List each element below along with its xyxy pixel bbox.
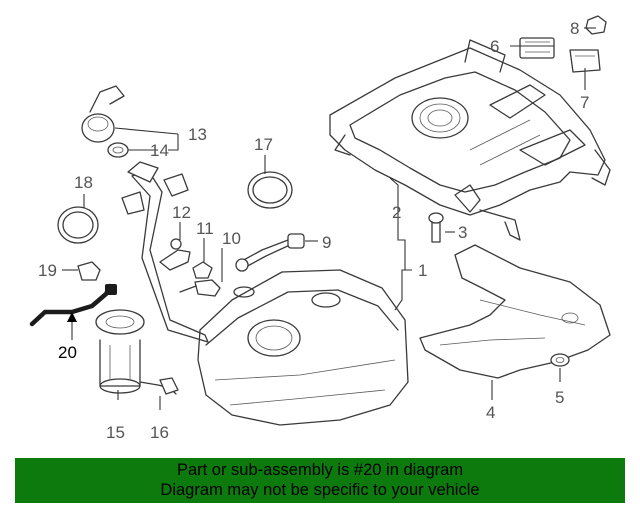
callout-8: 8 — [570, 19, 579, 38]
cap-8-part — [585, 15, 607, 35]
callout-2: 2 — [392, 203, 401, 222]
callout-20: 20 — [58, 343, 77, 362]
lock-ring-17-part — [247, 171, 293, 209]
callout-labels: 1 2 3 4 5 6 7 8 13 14 17 18 12 11 10 9 1… — [38, 19, 589, 442]
hose-9-part — [235, 233, 305, 272]
callout-14: 14 — [150, 141, 169, 160]
lock-ring-18-part — [57, 206, 99, 244]
parts-diagram: 1 2 3 4 5 6 7 8 13 14 17 18 12 11 10 9 1… — [29, 15, 611, 442]
callout-15: 15 — [106, 423, 125, 442]
banner-line-1: Part or sub-assembly is #20 in diagram — [176, 461, 464, 479]
leader-lines — [62, 27, 596, 410]
grommet-5-part — [550, 353, 570, 367]
callout-13: 13 — [188, 125, 207, 144]
fuel-tank-part — [197, 269, 409, 426]
callout-19: 19 — [38, 261, 57, 280]
valve-10-part — [179, 279, 221, 297]
fuel-line-part-20 — [29, 283, 117, 327]
clip-11-part — [192, 261, 213, 279]
info-banner: Part or sub-assembly is #20 in diagram D… — [15, 458, 625, 503]
sender-16-part — [139, 377, 179, 395]
callout-9: 9 — [322, 233, 331, 252]
bracket-7-part — [569, 49, 601, 73]
fuel-pump-part — [95, 309, 145, 394]
callout-12: 12 — [172, 203, 191, 222]
callout-11: 11 — [196, 219, 214, 238]
callout-5: 5 — [555, 388, 564, 407]
vent-12-part — [159, 238, 191, 271]
frame-assembly-part — [329, 39, 611, 241]
callout-4: 4 — [486, 403, 495, 422]
connector-19-part — [77, 261, 101, 281]
heat-shield-part — [419, 244, 611, 379]
banner-line-2: Diagram may not be specific to your vehi… — [160, 481, 480, 499]
fuel-cap-part — [81, 85, 125, 143]
bracket-6-part — [519, 37, 555, 59]
callout-17: 17 — [254, 135, 273, 154]
bolt-3-part — [428, 212, 444, 243]
callout-18: 18 — [74, 173, 93, 192]
callout-3: 3 — [458, 223, 467, 242]
callout-10: 10 — [222, 229, 241, 248]
callout-16: 16 — [150, 423, 169, 442]
callout-7: 7 — [580, 93, 589, 112]
callout-6: 6 — [490, 37, 499, 56]
callout-1: 1 — [418, 261, 427, 280]
filler-neck-part — [121, 161, 209, 343]
seal-ring-14-part — [107, 142, 129, 158]
